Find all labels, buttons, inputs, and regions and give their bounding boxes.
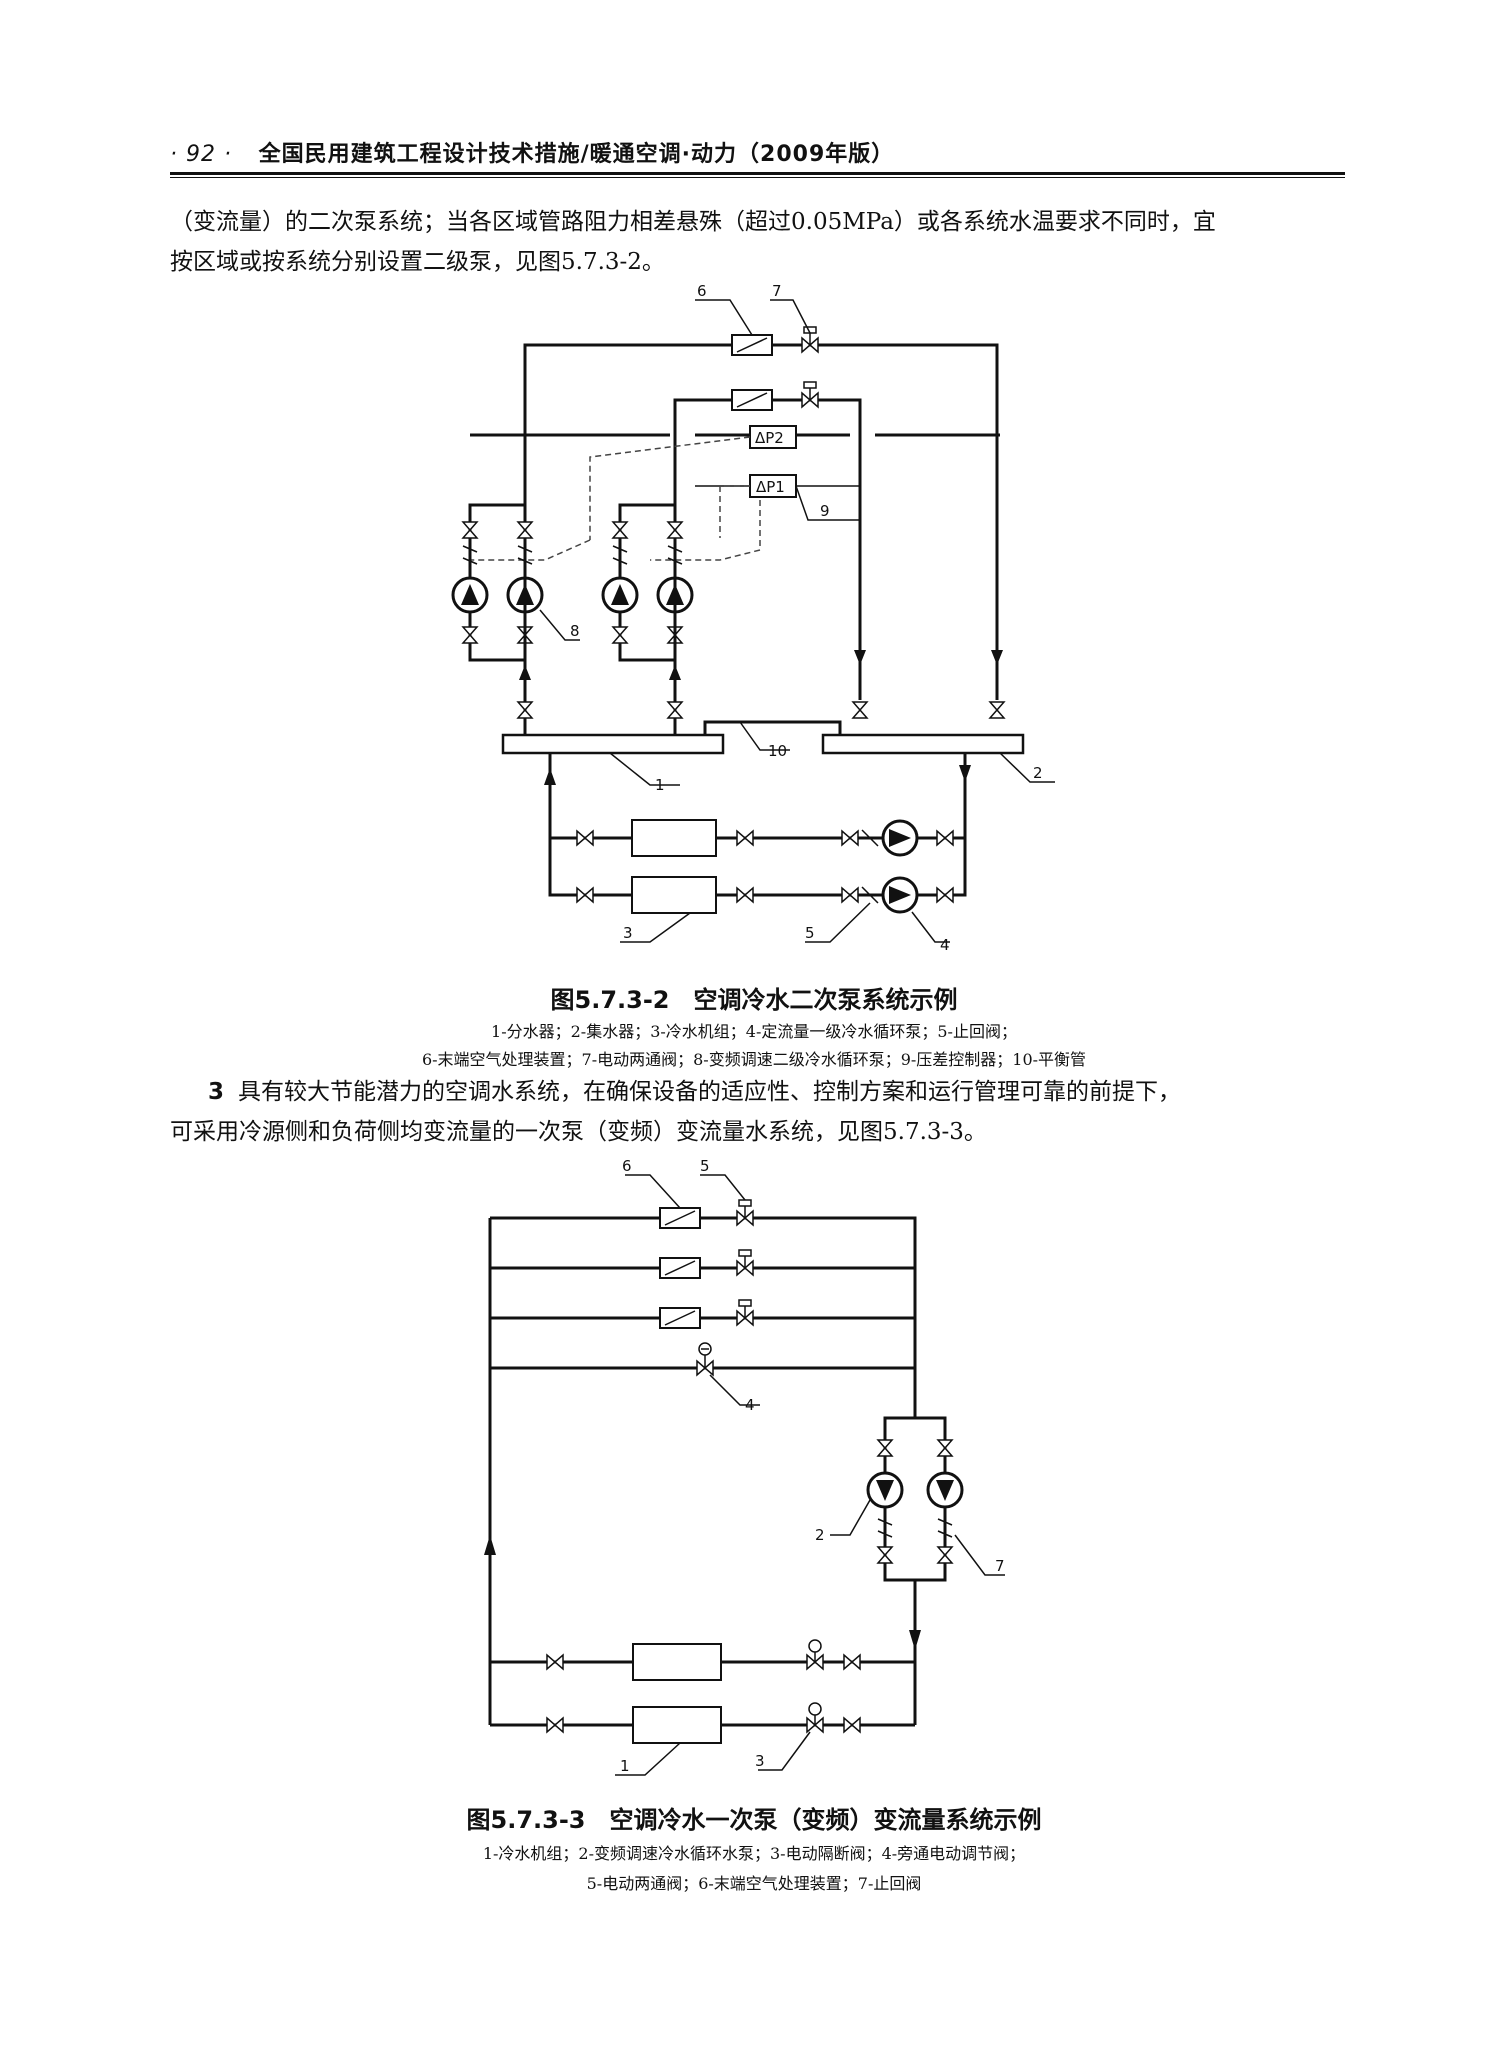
label-3: 3 xyxy=(755,1752,765,1770)
figure2-legend-line: 1-冷水机组；2-变频调速冷水循环水泵；3-电动隔断阀；4-旁通电动调节阀； xyxy=(482,1844,1026,1863)
pump-group-right xyxy=(601,521,694,644)
label-5: 5 xyxy=(700,1157,710,1175)
pump-group-left xyxy=(451,521,544,644)
header-rule-thin xyxy=(170,177,1345,178)
label-7: 7 xyxy=(995,1557,1005,1575)
figure-primary-variable-flow-diagram: 1 2 3 4 5 6 7 xyxy=(484,1157,1005,1776)
dp2-label: ΔP2 xyxy=(755,429,784,447)
label-7: 7 xyxy=(772,282,782,300)
label-2: 2 xyxy=(815,1526,825,1544)
paragraph-line: 3 具有较大节能潜力的空调水系统，在确保设备的适应性、控制方案和运行管理可靠的前提… xyxy=(170,1074,1350,1110)
dp1-label: ΔP1 xyxy=(756,478,785,496)
label-3: 3 xyxy=(623,924,633,942)
label-1: 1 xyxy=(620,1757,630,1775)
figure1-legend-line: 6-末端空气处理装置；7-电动两通阀；8-变频调速二级冷水循环泵；9-压差控制器… xyxy=(421,1050,1087,1069)
paragraph-text: 具有较大节能潜力的空调水系统，在确保设备的适应性、控制方案和运行管理可靠的前提下… xyxy=(238,1079,1182,1105)
figure2-caption: 图5.7.3-3 空调冷水一次泵（变频）变流量系统示例 xyxy=(466,1806,1042,1834)
header-rule xyxy=(170,172,1345,175)
label-4: 4 xyxy=(940,936,950,954)
item-number: 3 xyxy=(208,1079,225,1105)
figure1-legend-line: 1-分水器；2-集水器；3-冷水机组；4-定流量一级冷水循环泵；5-止回阀； xyxy=(491,1022,1017,1041)
figure1-caption: 图5.7.3-2 空调冷水二次泵系统示例 xyxy=(550,986,958,1014)
label-5: 5 xyxy=(805,924,815,942)
paragraph-line: 可采用冷源侧和负荷侧均变流量的一次泵（变频）变流量水系统，见图5.7.3-3。 xyxy=(170,1119,987,1145)
paragraph-line: （变流量）的二次泵系统；当各区域管路阻力相差悬殊（超过0.05MPa）或各系统水… xyxy=(170,209,1216,235)
label-4: 4 xyxy=(745,1396,755,1414)
label-6: 6 xyxy=(697,282,707,300)
label-8: 8 xyxy=(570,622,580,640)
figure-secondary-pump-diagram: ΔP2 ΔP1 xyxy=(451,282,1055,954)
book-title: 全国民用建筑工程设计技术措施/暖通空调·动力（2009年版） xyxy=(258,142,895,167)
label-10: 10 xyxy=(768,742,787,760)
label-6: 6 xyxy=(622,1157,632,1175)
figure2-legend-line: 5-电动两通阀；6-末端空气处理装置；7-止回阀 xyxy=(586,1874,922,1893)
label-9: 9 xyxy=(820,502,830,520)
label-1: 1 xyxy=(655,776,665,794)
page-number: · 92 · xyxy=(170,142,232,167)
label-2: 2 xyxy=(1033,764,1043,782)
running-header: · 92 · 全国民用建筑工程设计技术措施/暖通空调·动力（2009年版） xyxy=(170,136,894,168)
paragraph-line: 按区域或按系统分别设置二级泵，见图5.7.3-2。 xyxy=(170,249,665,275)
